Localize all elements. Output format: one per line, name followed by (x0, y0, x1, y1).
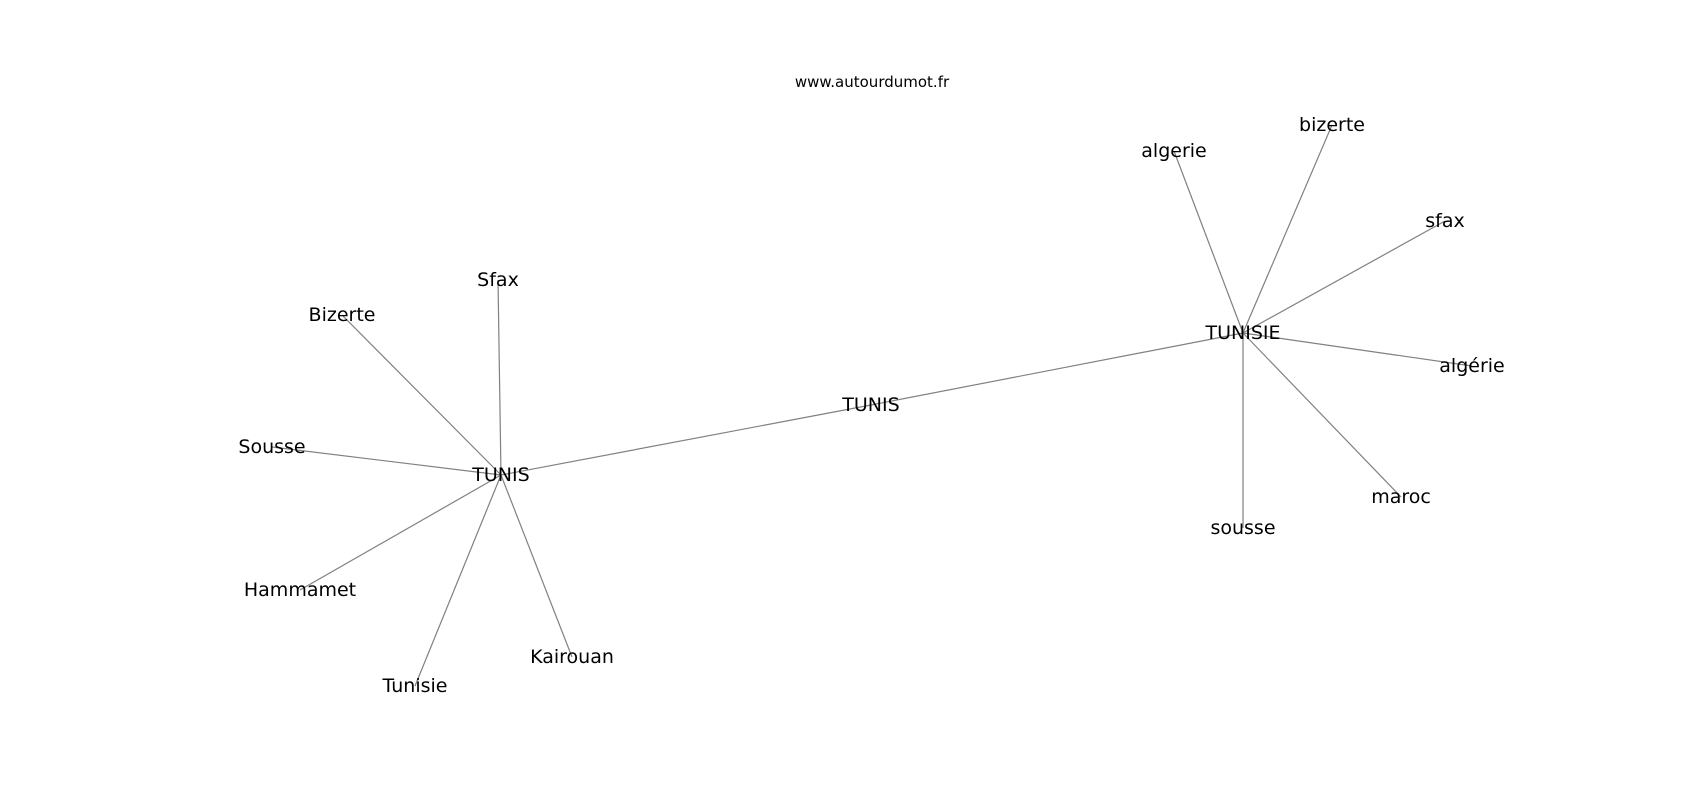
edges-layer (271, 124, 1473, 687)
node-sfax[interactable]: sfax (1425, 210, 1464, 232)
node-algerie-acc[interactable]: algérie (1439, 355, 1504, 377)
node-tunisie-cap[interactable]: Tunisie (382, 675, 448, 697)
edge-tunisie_hub-bizerte (1242, 124, 1333, 334)
node-hammamet[interactable]: Hammamet (244, 579, 356, 601)
edge-tunis_hub-sfax_cap (497, 279, 502, 476)
edge-center-tunisie_hub (870, 332, 1244, 406)
node-sfax-cap[interactable]: Sfax (477, 269, 519, 291)
edge-tunisie_hub-algerie (1173, 150, 1244, 334)
node-kairouan[interactable]: Kairouan (530, 646, 614, 668)
node-tunis-hub[interactable]: TUNIS (471, 464, 529, 486)
edge-tunis_hub-bizerte_cap (341, 314, 502, 476)
nodes-layer: TUNIS TUNIS TUNISIE SfaxBizerteSousseHammam… (238, 114, 1504, 697)
edge-tunisie_hub-algerie_acc (1242, 332, 1473, 367)
edge-tunis_hub-tunisie_cap (414, 474, 502, 687)
edge-tunisie_hub-maroc (1242, 332, 1402, 498)
node-sousse-cap[interactable]: Sousse (238, 436, 305, 458)
edge-tunis_hub-kairouan (500, 474, 573, 658)
node-bizerte[interactable]: bizerte (1299, 114, 1365, 136)
node-sousse[interactable]: sousse (1210, 517, 1275, 539)
edge-tunis_hub-sousse_cap (271, 446, 502, 476)
edge-tunis_hub-hammamet (299, 474, 502, 591)
node-bizerte-cap[interactable]: Bizerte (309, 304, 376, 326)
node-maroc[interactable]: maroc (1371, 486, 1431, 508)
node-center[interactable]: TUNIS (841, 394, 899, 416)
node-algerie[interactable]: algerie (1141, 140, 1206, 162)
edge-tunis_hub-center (500, 404, 872, 476)
edge-tunisie_hub-sfax (1242, 220, 1446, 334)
node-tunisie-hub[interactable]: TUNISIE (1205, 322, 1281, 344)
watermark-text: www.autourdumot.fr (795, 73, 950, 91)
